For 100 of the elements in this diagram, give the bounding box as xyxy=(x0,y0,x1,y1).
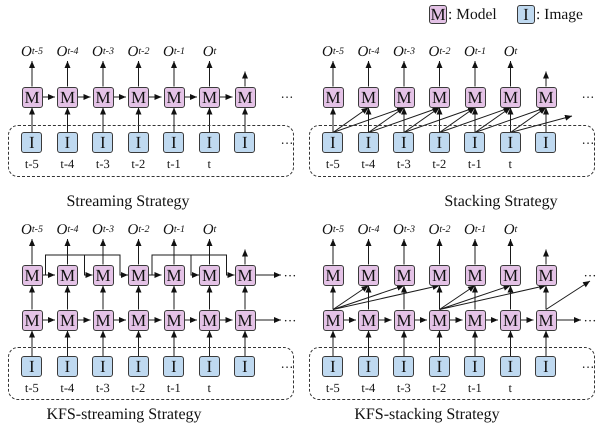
ellipsis: ··· xyxy=(283,314,297,326)
arrow xyxy=(368,107,404,133)
arrow xyxy=(508,330,514,357)
image-box: I xyxy=(535,132,556,154)
arrow xyxy=(439,284,546,310)
arrow xyxy=(332,285,369,310)
arrow xyxy=(148,317,162,323)
ellipsis: ··· xyxy=(283,269,297,281)
image-box: I xyxy=(535,356,556,378)
arrow xyxy=(472,107,478,133)
arrow xyxy=(220,94,233,100)
time-label: t-3 xyxy=(96,158,110,171)
model-box: M xyxy=(322,264,344,286)
time-label: t-4 xyxy=(60,158,74,171)
time-label: t xyxy=(208,158,212,171)
model-box: M xyxy=(57,264,78,286)
time-label: t-2 xyxy=(432,382,446,395)
arrow xyxy=(330,60,336,87)
model-box: M xyxy=(394,86,414,108)
arrow xyxy=(343,317,356,323)
arrow xyxy=(330,330,336,357)
arrow xyxy=(436,285,442,310)
ellipsis: ··· xyxy=(280,136,294,150)
legend-key-box: I xyxy=(517,4,535,24)
arrow xyxy=(401,60,407,87)
arrow xyxy=(255,317,282,323)
time-label: t xyxy=(508,158,512,171)
time-label: t-5 xyxy=(24,382,39,395)
model-box: M xyxy=(164,310,184,330)
ellipsis: ··· xyxy=(280,360,294,374)
image-box: I xyxy=(428,132,450,154)
arrow xyxy=(556,317,582,323)
model-box: M xyxy=(536,86,556,108)
time-label: t-5 xyxy=(24,158,39,171)
arrow xyxy=(42,254,128,278)
time-label: t-1 xyxy=(166,158,181,171)
arrow xyxy=(171,107,177,133)
arrow xyxy=(148,254,235,278)
model-box: M xyxy=(536,310,556,330)
time-label: t-2 xyxy=(432,158,446,171)
arrow xyxy=(242,71,248,87)
model-box: M xyxy=(394,264,414,286)
arrow xyxy=(436,60,442,87)
ellipsis: ··· xyxy=(582,136,594,150)
model-box: M xyxy=(199,264,220,286)
arrow xyxy=(474,107,511,133)
time-label: t-5 xyxy=(326,382,340,395)
arrow xyxy=(546,280,590,310)
model-box: M xyxy=(22,264,42,286)
arrow xyxy=(332,284,404,310)
image-box: I xyxy=(500,132,521,154)
model-box: M xyxy=(22,86,42,108)
model-box: M xyxy=(429,86,450,108)
image-box: I xyxy=(128,356,149,378)
arrow xyxy=(366,107,372,133)
image-box: I xyxy=(322,132,344,154)
model-box: M xyxy=(57,310,78,330)
arrow xyxy=(184,94,198,100)
arrow xyxy=(543,330,549,357)
arrow xyxy=(439,284,511,310)
arrow xyxy=(401,285,407,310)
image-box: I xyxy=(21,356,42,378)
model-box: M xyxy=(500,310,521,330)
arrow xyxy=(242,249,248,265)
arrow xyxy=(171,238,177,265)
arrow xyxy=(366,330,372,357)
arrow xyxy=(100,285,106,310)
arrow xyxy=(485,317,498,323)
model-box: M xyxy=(358,264,379,286)
model-box: M xyxy=(128,264,149,286)
model-box: M xyxy=(500,264,521,286)
arrow xyxy=(508,60,514,87)
arrow xyxy=(206,238,212,265)
time-label: t-4 xyxy=(361,158,376,171)
model-box: M xyxy=(464,86,486,108)
time-label: t xyxy=(508,382,512,395)
arrow xyxy=(136,330,142,357)
arrow xyxy=(242,285,248,310)
model-box: M xyxy=(234,310,256,330)
image-box: I xyxy=(393,132,414,154)
model-box: M xyxy=(429,264,450,286)
model-box: M xyxy=(164,86,184,108)
image-box: I xyxy=(358,132,379,154)
image-box: I xyxy=(464,356,486,378)
panel-title: KFS-streaming Strategy xyxy=(46,407,202,423)
model-box: M xyxy=(128,86,149,108)
panel-title: Streaming Strategy xyxy=(66,194,190,210)
arrow xyxy=(439,107,476,133)
arrow xyxy=(510,107,546,133)
arrow xyxy=(472,285,478,310)
arrow xyxy=(332,284,440,310)
arrow xyxy=(136,285,142,310)
arrow xyxy=(42,317,56,323)
arrow xyxy=(508,285,514,310)
time-label: t-3 xyxy=(96,382,110,395)
time-label: t-1 xyxy=(166,382,181,395)
arrow xyxy=(29,330,35,357)
arrow xyxy=(206,107,212,133)
model-box: M xyxy=(234,86,256,108)
image-box: I xyxy=(358,356,379,378)
